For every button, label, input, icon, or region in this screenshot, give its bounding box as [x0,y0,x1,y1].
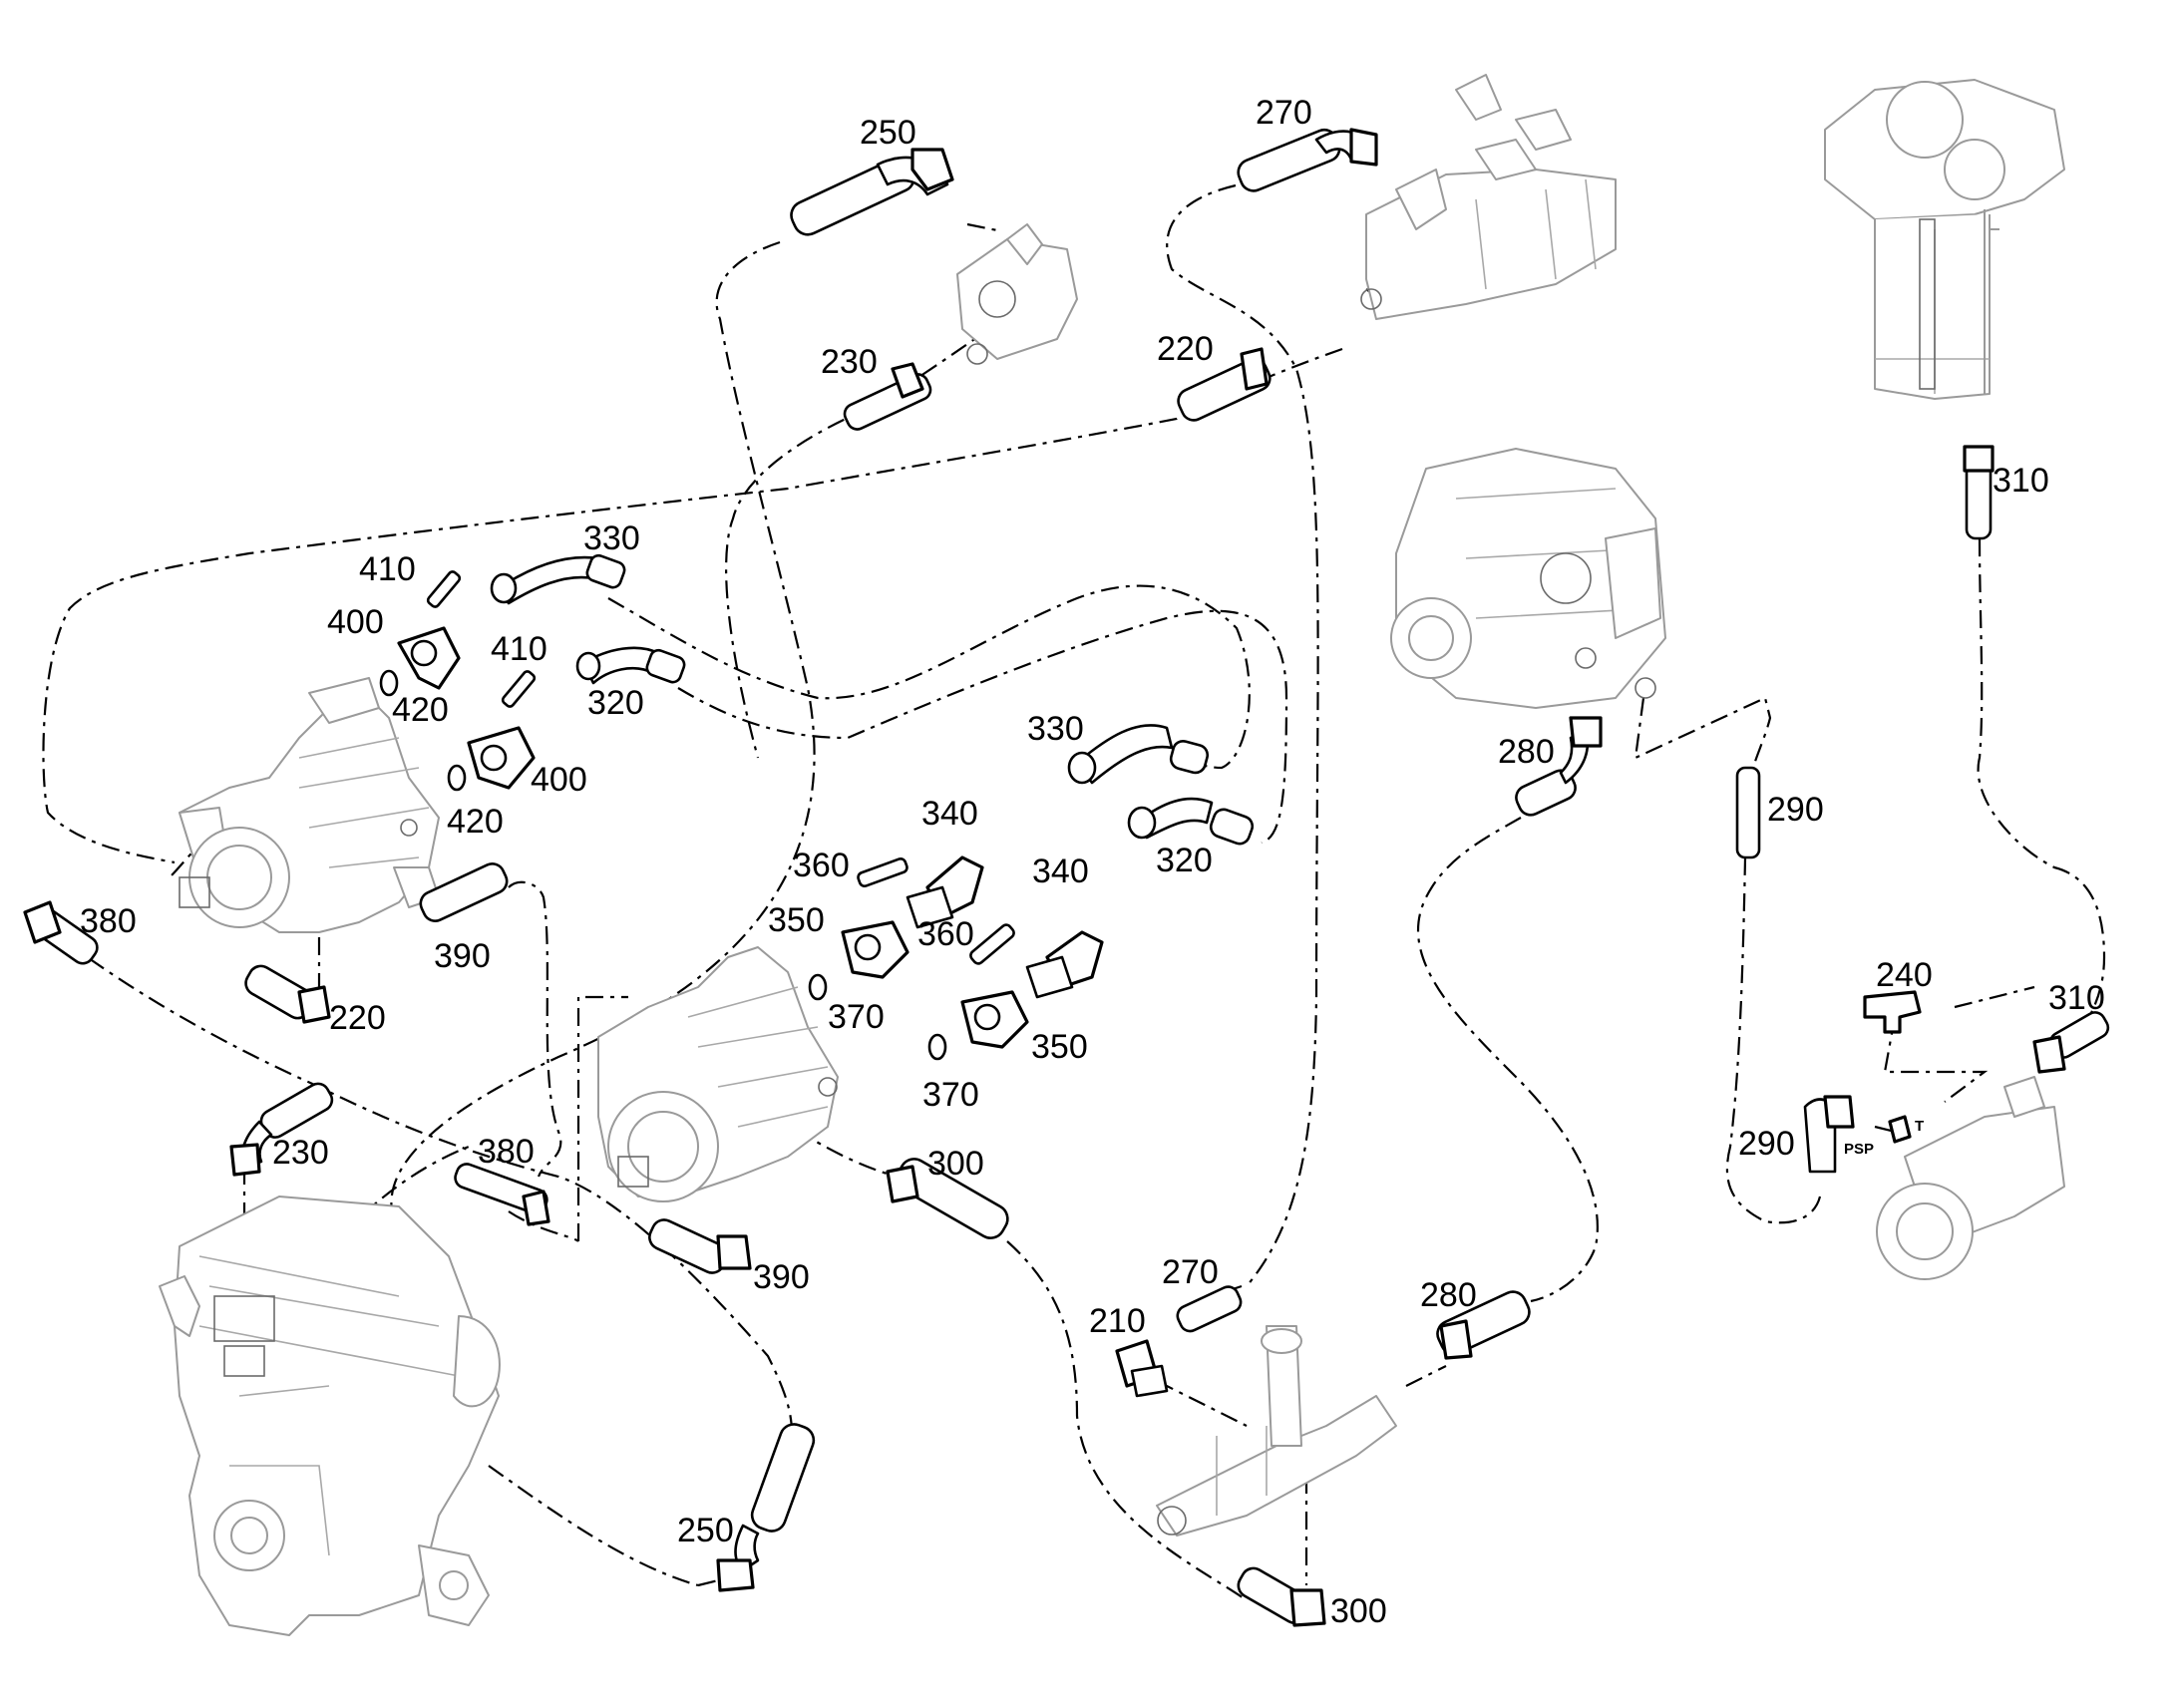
callout-290-lower: 290 [1738,1125,1795,1163]
callout-230-top: 230 [821,343,878,381]
callout-280-lower: 280 [1420,1276,1477,1314]
variable-pump-right [1390,448,1666,709]
callout-270-top: 270 [1256,94,1312,132]
callout-330-b: 330 [1027,710,1084,748]
valve-block-right [1876,1076,2065,1280]
hose-280-upper [1515,769,1577,817]
callout-360-a: 360 [793,847,850,884]
tandem-pump-assembly [1360,74,1617,320]
hose-fittings [23,128,2110,1627]
callout-250-lower: 250 [677,1512,734,1549]
route-380-mid [508,1210,579,1242]
tee-240 [1863,990,1922,1034]
route-290-right [1634,696,1772,779]
callout-340-b: 340 [1032,853,1089,890]
route-250-low [488,1465,699,1587]
callout-310-top: 310 [1993,462,2049,500]
callout-370-a: 370 [828,998,885,1036]
route-310-right [1977,537,2106,1018]
route-380-left [59,936,794,1457]
route-320-left [677,609,1288,845]
route-250-low2 [697,1578,719,1587]
callout-210: 210 [1089,1302,1146,1340]
port-tag-t: T [1915,1118,1924,1135]
route-pump-top [966,222,1003,233]
screw-360-b [969,923,1015,965]
screw-410-b [501,670,537,708]
route-220-top [42,347,1343,864]
charge-pump-top [956,223,1078,365]
callout-220-top: 220 [1157,330,1214,368]
oring-370-b [927,1033,947,1061]
oring-420-a [379,669,399,697]
route-300-low [1006,1240,1248,1601]
callout-240: 240 [1876,956,1933,994]
callout-370-b: 370 [922,1076,979,1114]
hose-390-upper [419,862,509,922]
hose-290-upper [1735,766,1761,859]
callout-410-b: 410 [491,630,547,668]
screw-360-a [857,856,908,888]
route-manifold-left [1156,1380,1248,1427]
route-manifold-right [1405,1365,1447,1387]
route-230-top [725,286,1058,759]
plug-t [1888,1115,1912,1144]
callout-390-upper: 390 [434,937,491,975]
distribution-manifold [1156,1325,1397,1537]
route-240-right [1883,1016,1989,1103]
hydraulic-motor-center [597,946,839,1202]
callout-320-a: 320 [587,684,644,722]
route-270-top [1166,183,1319,1287]
callout-410-a: 410 [359,550,416,588]
route-290-down [1725,856,1822,1224]
callout-320-b: 320 [1156,842,1213,879]
callout-400-a: 400 [327,603,384,641]
callout-340-a: 340 [921,795,978,833]
gearbox-assembly [159,1196,501,1636]
port-tag-psp: PSP [1844,1141,1874,1158]
callouts: 250 270 230 220 310 410 400 330 410 320 … [80,94,2105,1630]
route-310-leader [1954,985,2035,1009]
route-280-right [1416,817,1599,1303]
callout-350-b: 350 [1031,1028,1088,1066]
filter-unit [1824,79,2065,400]
oring-420-b [447,764,467,792]
callout-330-a: 330 [583,519,640,557]
hose-250-lower [750,1423,816,1533]
callout-400-b: 400 [531,761,587,799]
hydraulic-motor-left [179,677,440,933]
callout-380-center: 380 [478,1133,535,1171]
tube-320-b [1135,797,1214,840]
route-390-mid [508,880,562,1178]
callout-390-lower: 390 [753,1258,810,1296]
callout-290-upper: 290 [1767,791,1824,829]
tube-330-b [1075,724,1174,785]
callout-230-lower: 230 [272,1134,329,1172]
callout-380-left: 380 [80,902,137,940]
callout-300-center: 300 [927,1145,984,1183]
hose-270-lower [1176,1285,1243,1333]
screw-410-a [426,570,462,608]
callout-280-upper: 280 [1498,733,1555,771]
callout-360-b: 360 [917,915,974,953]
callout-300-lower: 300 [1330,1592,1387,1630]
route-250-top [390,240,816,1232]
oring-370-a [808,973,828,1001]
callout-250-top: 250 [860,114,916,152]
callout-220-lower: 220 [329,999,386,1037]
route-390-low [328,1145,470,1247]
route-380-bracket [576,995,628,1241]
callout-420-b: 420 [447,803,504,841]
callout-350-a: 350 [768,901,825,939]
callout-420-a: 420 [392,691,449,729]
callout-270-lower: 270 [1162,1253,1219,1291]
callout-310-lower: 310 [2048,979,2105,1017]
